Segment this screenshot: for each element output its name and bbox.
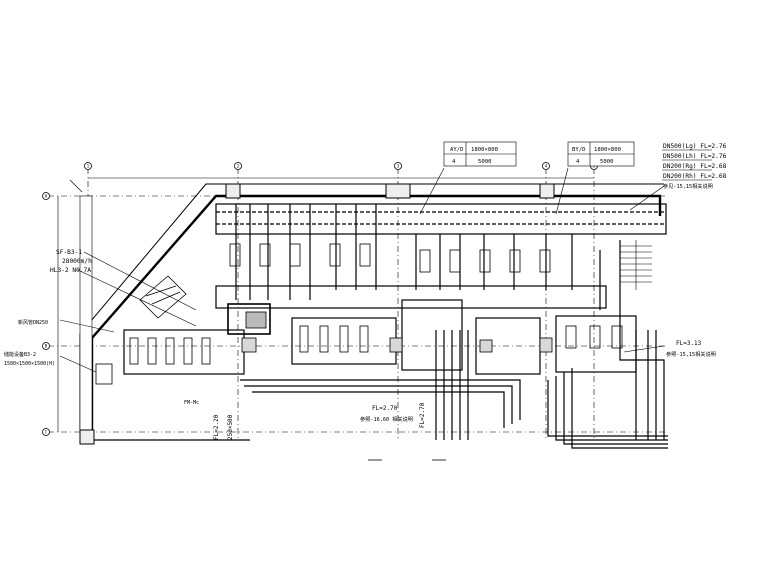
table-cell: 5000 [478, 159, 491, 165]
pipe-label: DN500(Lg) FL=2.76 [663, 143, 727, 150]
pipe-label: DN200(Rg) FL=2.68 [663, 163, 727, 170]
axis-label: A [45, 194, 48, 199]
table-cell: AY/D [450, 147, 464, 153]
pipe-note: 参见-15,15相关说明 [663, 182, 713, 190]
axis-label: 1 [87, 164, 90, 169]
table-cell: 5000 [600, 159, 613, 165]
fitting-label: FM-Mc [184, 400, 199, 406]
table-cell: 1800×800 [471, 147, 498, 153]
fl-label: FL=2.70 [419, 402, 426, 428]
storage-size: 1500×1500×1500(H) [4, 361, 55, 367]
table-cell: 1800×800 [594, 147, 621, 153]
table-cell: 4 [576, 159, 580, 165]
pipe-label: DN200(Rh) FL=2.68 [663, 173, 727, 180]
table-cell: BY/D [572, 147, 586, 153]
equipment-table-left [443, 141, 517, 167]
fl-label: FL=2.70 [372, 405, 398, 412]
dimension-lines [57, 177, 594, 432]
grid-lines [48, 168, 668, 440]
equipment-table-right [567, 141, 635, 167]
fan-unit [139, 275, 187, 319]
pipe-label: DN500(Lh) FL=2.76 [663, 153, 727, 160]
duct-size-label: 250×500 [227, 414, 234, 440]
axis-label: B [45, 344, 48, 349]
equipment-boxes [241, 311, 553, 353]
fl-label: FL=3.13 [676, 340, 702, 347]
building-outline [79, 183, 664, 445]
duct-network [123, 203, 668, 449]
storage-tank [95, 363, 113, 385]
fan-flow: 28000m/h [62, 258, 92, 265]
fresh-air-label: 新风管DN250 [18, 319, 48, 326]
storage-label: 储能设备B3-2 [4, 351, 36, 358]
leader-lines [59, 167, 665, 373]
fan-model: HL3-2 N0.7A [50, 267, 91, 274]
axis-label: 3 [397, 164, 400, 169]
stair [620, 240, 652, 290]
axis-bubbles [42, 162, 598, 436]
axis-label: 4 [545, 164, 548, 169]
pipe-label-stack [662, 149, 712, 181]
table-cell: 4 [452, 159, 456, 165]
axis-label: 2 [237, 164, 240, 169]
fan-tag: SF-B3-1 [56, 249, 82, 256]
note-label: 参照-15,15相关说明 [666, 350, 716, 358]
fl-label: FL=2.20 [213, 414, 220, 440]
axis-label: C [45, 430, 48, 435]
note-label: 参照-16,60 相关说明 [360, 415, 413, 423]
valves-and-fittings [129, 243, 623, 365]
